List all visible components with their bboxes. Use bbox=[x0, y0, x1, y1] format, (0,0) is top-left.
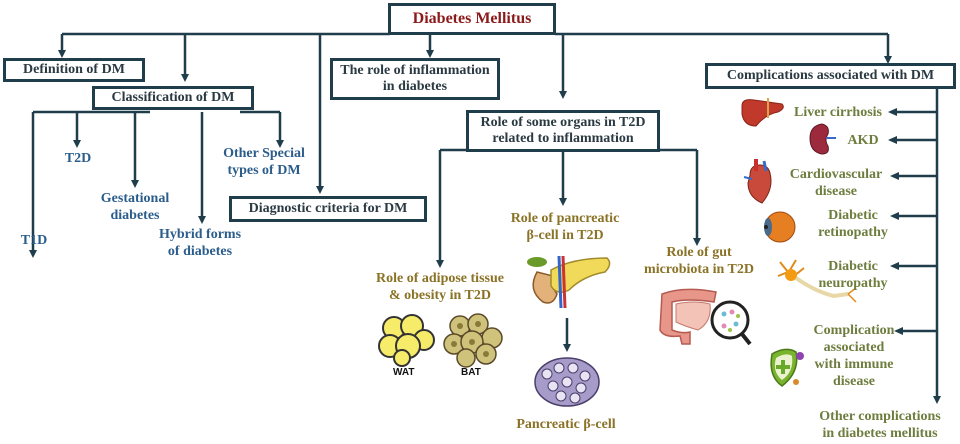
complication-akd: AKD bbox=[847, 133, 879, 148]
inflammation-label-line2: in diabetes bbox=[382, 79, 448, 94]
inflammation-node: The role of inflammation in diabetes bbox=[330, 58, 500, 100]
pancreatic-beta-cell-label: Pancreatic β-cell bbox=[516, 417, 616, 432]
neuron-icon bbox=[777, 259, 857, 303]
intestine-microbiota-icon bbox=[659, 288, 752, 346]
class-t1d: T1D bbox=[20, 233, 48, 248]
complication-liver: Liver cirrhosis bbox=[793, 105, 882, 120]
class-t2d: T2D bbox=[64, 151, 92, 166]
classification-label: Classification of DM bbox=[111, 90, 235, 105]
root-title: Diabetes Mellitus bbox=[412, 10, 532, 27]
organs-node: Role of some organs in T2D related to in… bbox=[466, 110, 660, 152]
complications-label: Complications associated with DM bbox=[726, 68, 935, 83]
bat-label: BAT bbox=[461, 367, 481, 378]
pancreas-icon bbox=[527, 255, 611, 309]
eye-icon bbox=[764, 211, 796, 243]
beta-cell-cluster-icon bbox=[534, 357, 600, 407]
definition-node: Definition of DM bbox=[3, 58, 145, 82]
adipose-wat-icon bbox=[378, 314, 435, 367]
shield-icon bbox=[770, 348, 804, 387]
complications-node: Complications associated with DM bbox=[705, 63, 956, 89]
definition-label: Definition of DM bbox=[23, 62, 125, 77]
root-node: Diabetes Mellitus bbox=[388, 3, 556, 35]
inflammation-label-line1: The role of inflammation bbox=[340, 63, 490, 78]
wat-label: WAT bbox=[393, 367, 415, 378]
adipose-bat-icon bbox=[443, 313, 503, 368]
classification-node: Classification of DM bbox=[92, 86, 254, 110]
organ-adipose-label: Role of adipose tissue& obesity in T2D bbox=[376, 271, 504, 303]
heart-icon bbox=[743, 159, 772, 204]
kidney-icon bbox=[809, 123, 836, 155]
diagnostic-node: Diagnostic criteria for DM bbox=[229, 196, 427, 222]
diagnostic-label: Diagnostic criteria for DM bbox=[248, 201, 408, 216]
organs-label-line1: Role of some organs in T2D bbox=[480, 115, 646, 130]
liver-icon bbox=[741, 98, 784, 127]
organs-label-line2: related to inflammation bbox=[492, 131, 634, 146]
